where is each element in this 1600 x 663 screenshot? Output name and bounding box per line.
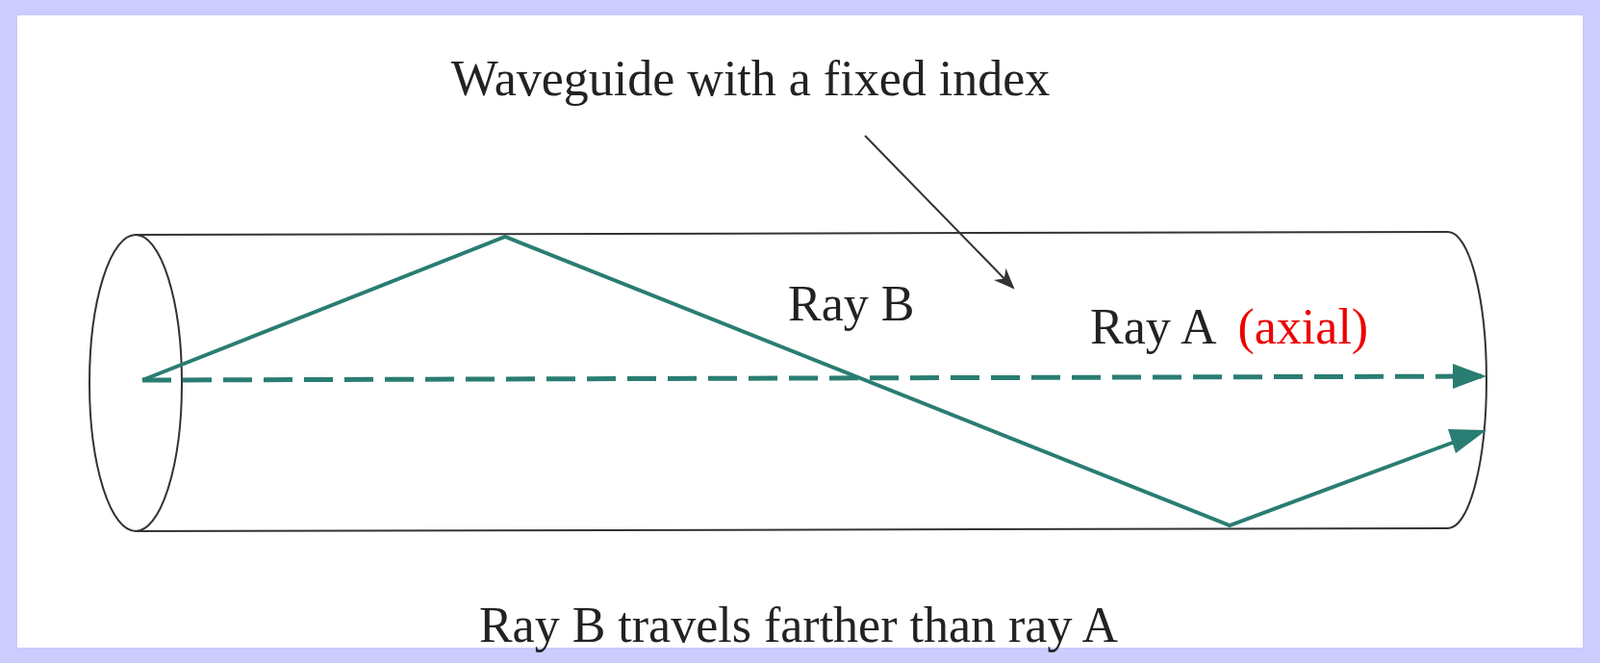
cylinder-edge [135, 528, 1448, 532]
arrowhead [1447, 429, 1487, 454]
cylinder-end [89, 234, 182, 532]
ray-label: Ray B [787, 275, 915, 333]
cylinder-edge [135, 231, 1448, 235]
arrowhead [1452, 363, 1487, 389]
cylinder [89, 231, 1487, 532]
ray-note: (axial) [1237, 298, 1369, 356]
caption: Ray B travels farther than ray A [479, 596, 1118, 655]
callout-label: Waveguide with a fixed index [451, 50, 1051, 108]
ray-label: Ray A [1090, 298, 1217, 356]
leader-line [864, 135, 1014, 288]
ray-a [142, 376, 1482, 381]
ray-b [142, 236, 1458, 526]
cylinder-end [1447, 231, 1487, 529]
